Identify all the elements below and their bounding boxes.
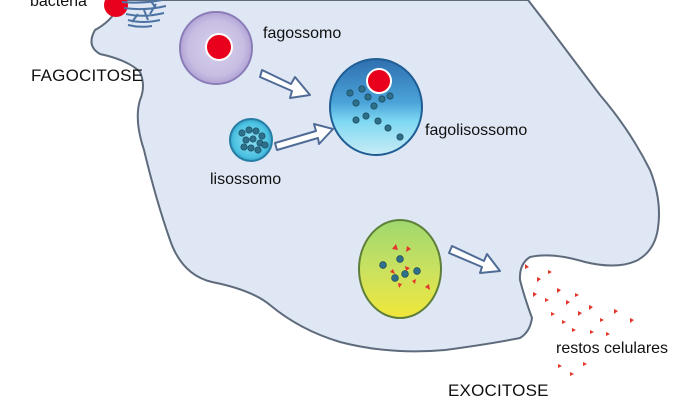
expelled-debris bbox=[525, 264, 634, 376]
residual-granules bbox=[379, 255, 421, 282]
phagolysosome bbox=[329, 58, 423, 156]
arrow-fagossomo-to-fagolisossomo bbox=[259, 69, 311, 99]
cell-body bbox=[90, 0, 660, 353]
phagolysosome-bacterium bbox=[366, 68, 392, 94]
pseudopods bbox=[121, 0, 167, 28]
residual-debris bbox=[390, 244, 430, 290]
label-exocitose: EXOCITOSE bbox=[448, 381, 549, 400]
lysosome-granules bbox=[238, 126, 269, 154]
arrow-residual-to-exocytosis bbox=[448, 245, 501, 274]
residual-body bbox=[358, 219, 442, 319]
phagolysosome-granules bbox=[346, 85, 404, 141]
label-fagossomo: fagossomo bbox=[263, 25, 342, 42]
bacterium-entering bbox=[104, 0, 128, 17]
lysosome bbox=[229, 118, 273, 162]
phagosome bbox=[179, 11, 253, 85]
label-bacteria: bactéria bbox=[30, 0, 87, 10]
label-fagocitose: FAGOCITOSE bbox=[31, 66, 144, 85]
label-lisossomo: lisossomo bbox=[210, 171, 282, 188]
arrow-lisossomo-to-fagolisossomo bbox=[274, 123, 334, 151]
arrows bbox=[259, 69, 501, 274]
label-restos-celulares: restos celulares bbox=[556, 340, 669, 357]
phagosome-bacterium bbox=[205, 33, 233, 61]
bacterium-red-dot bbox=[104, 0, 128, 17]
label-fagolisossomo: fagolisossomo bbox=[425, 122, 528, 139]
